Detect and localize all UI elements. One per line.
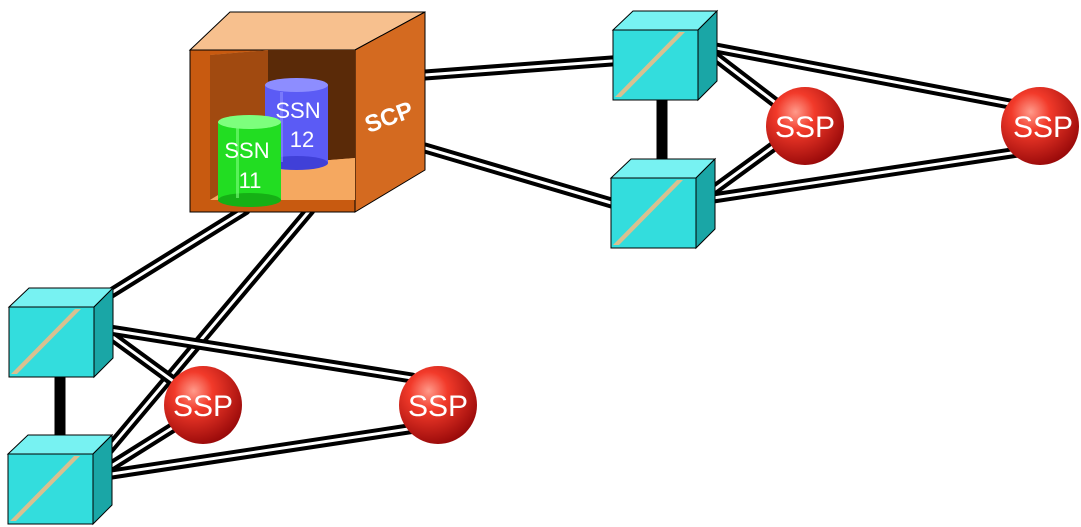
link-stp-tr1-ssp-right <box>694 39 1021 111</box>
ssp-label: SSP <box>408 390 468 423</box>
link-scp-stp-bl2 <box>94 204 316 466</box>
ssn12-line1: SSN <box>275 98 320 123</box>
ssn12-line2: 12 <box>290 127 314 152</box>
ssp-top-right: SSP <box>1001 87 1079 165</box>
ssp-label: SSP <box>775 111 835 144</box>
stp-bottom-left-2 <box>6 433 114 526</box>
link-scp-stp-tr2 <box>419 142 631 213</box>
ssp-bottom-right: SSP <box>399 366 477 444</box>
link-stp-bl2-ssp-right <box>99 422 421 481</box>
ssp-label: SSP <box>1013 111 1073 144</box>
link-scp-stp-bl1 <box>94 204 251 306</box>
stp-bottom-left-1 <box>7 286 115 379</box>
link-stp-tr2-ssp-right <box>694 146 1024 206</box>
link-scp-stp-tr1 <box>419 54 631 81</box>
ssp-bottom-left: SSP <box>164 366 242 444</box>
link-stp-bl1-ssp-right <box>104 324 418 384</box>
database-ssn11: SSN 11 <box>218 115 281 207</box>
stp-top-right-1 <box>611 9 719 102</box>
ssn11-line2: 11 <box>239 168 262 193</box>
ssn11-line1: SSN <box>224 138 269 163</box>
ssp-top-middle: SSP <box>766 87 844 165</box>
stp-top-right-2 <box>609 157 717 250</box>
ssp-label: SSP <box>173 390 233 423</box>
